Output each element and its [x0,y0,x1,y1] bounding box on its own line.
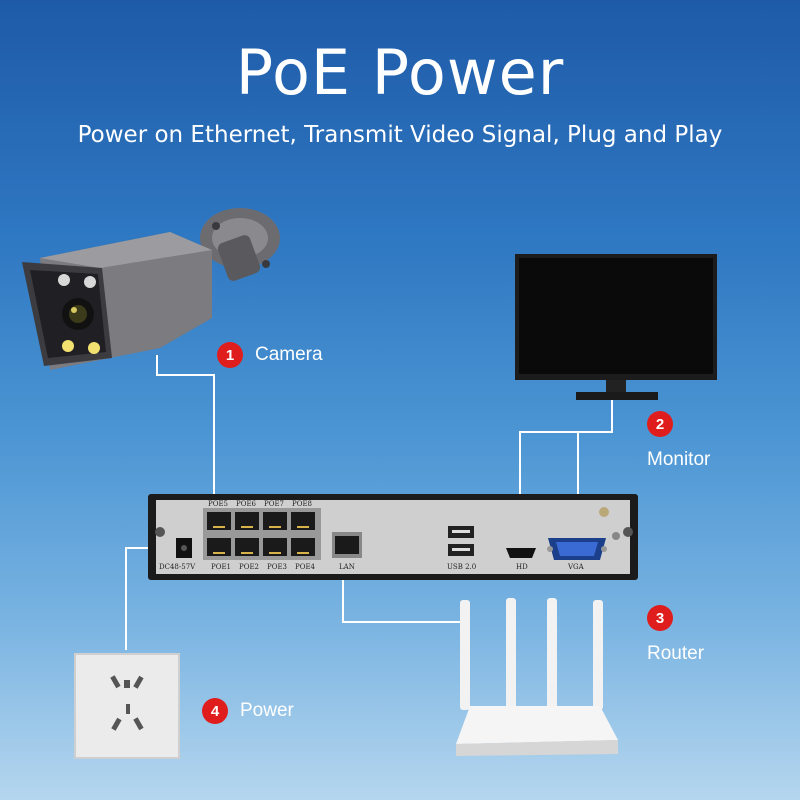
camera-icon [22,208,280,370]
hdmi-port [506,548,536,558]
monitor-label-text: Monitor [647,449,711,470]
lan-port [335,536,359,554]
monitor-icon [515,254,717,400]
power-number-badge: 4 [202,698,228,724]
port-label-dc: DC48-57V [159,563,196,571]
power-label: 4 Power [202,698,294,724]
monitor-label: 2 Monitor [647,411,710,471]
monitor-hdmi-cable [519,398,613,545]
port-label-poe5: POE5 [208,500,229,508]
camera-cable [156,355,215,505]
port-label-hdmi: HD [516,563,528,571]
power-label-text: Power [240,700,294,721]
monitor-number-badge: 2 [647,411,673,437]
port-label-poe8: POE8 [292,500,313,508]
router-cable [342,562,462,623]
nvr-device [148,494,638,580]
port-label-usb: USB 2.0 [447,563,477,571]
port-label-poe2: POE2 [239,563,260,571]
port-label-poe3: POE3 [267,563,288,571]
port-label-poe7: POE7 [264,500,285,508]
router-label-text: Router [647,643,705,664]
camera-number-badge: 1 [217,342,243,368]
page-title: PoE Power [235,36,565,109]
camera-label: 1 Camera [217,342,323,368]
router-label: 3 Router [647,605,704,665]
port-label-poe1: POE1 [211,563,232,571]
wall-socket-icon [74,653,180,759]
port-label-lan: LAN [339,563,355,571]
port-label-vga: VGA [568,563,584,571]
router-number-badge: 3 [647,605,673,631]
port-label-poe6: POE6 [236,500,257,508]
port-label-poe4: POE4 [295,563,316,571]
router-icon [456,598,618,756]
page-subtitle: Power on Ethernet, Transmit Video Signal… [77,122,723,148]
camera-label-text: Camera [255,344,323,365]
